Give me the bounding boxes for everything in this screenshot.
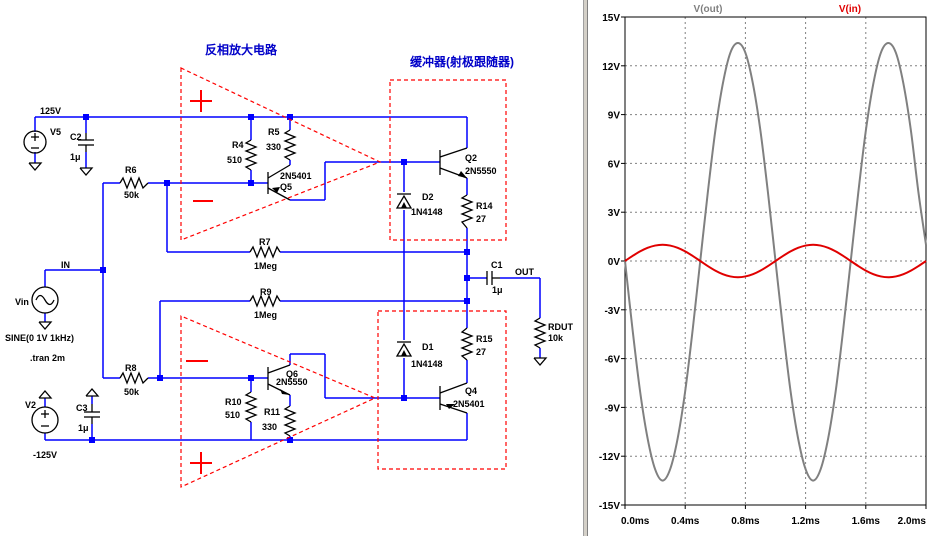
transistor-arrows [272,171,467,409]
vin-value-label: SINE(0 1V 1kHz) [5,333,74,343]
q2-model-label: 2N5550 [465,166,497,176]
y-tick-label: -15V [599,501,620,512]
schematic-pane[interactable]: 反相放大电路 缓冲器(射极跟随器) 125V V5 C2 1μ R4 510 R… [0,0,583,536]
d1-label: D1 [422,342,434,352]
y-tick-label: -3V [604,306,620,317]
r9-label: R9 [260,287,272,297]
q6-label: Q6 [286,369,298,379]
legend[interactable]: V(out) V(in) [694,4,862,15]
r10-label: R10 [225,397,242,407]
r4-label: R4 [232,140,244,150]
c1-label: C1 [491,260,503,270]
r15-value-label: 27 [476,347,486,357]
waveform-plot[interactable]: 15V 12V 9V 6V 3V 0V -3V -6V -9V -12V -15V 0.0ms 0.4… [588,0,949,536]
c3-label: C3 [76,403,88,413]
x-tick-label: 0.8ms [731,516,760,527]
r10-value-label: 510 [225,410,240,420]
schematic-canvas[interactable]: 反相放大电路 缓冲器(射极跟随器) 125V V5 C2 1μ R4 510 R… [0,0,583,536]
v5-label: V5 [50,127,61,137]
r7-value-label: 1Meg [254,261,277,271]
r8-label: R8 [125,363,137,373]
rdut-value-label: 10k [548,333,564,343]
y-tick-label: -12V [599,452,620,463]
c1-value-label: 1μ [492,285,503,295]
x-tick-label: 0.4ms [671,516,700,527]
x-tick-label: 1.2ms [791,516,820,527]
junction-dots [83,114,470,443]
v2-source-icon [31,406,59,434]
c3-value-label: 1μ [78,423,89,433]
c2-value-label: 1μ [70,152,81,162]
r15-label: R15 [476,334,493,344]
q5-model-label: 2N5401 [280,171,312,181]
v2-label: V2 [25,400,36,410]
q4-label: Q4 [465,386,477,396]
vin-label: Vin [15,297,29,307]
r4-value-label: 510 [227,155,242,165]
series-line-vin[interactable] [624,243,927,279]
q4-model-label: 2N5401 [453,399,485,409]
x-tick-label: 2.0ms [898,516,927,527]
y-tick-label: 3V [608,208,621,219]
r7-label: R7 [259,237,271,247]
series-layer [624,42,927,482]
r8-value-label: 50k [124,387,140,397]
c2-label: C2 [70,132,82,142]
x-tick-label: 1.6ms [852,516,881,527]
y-tick-label: -9V [604,403,620,414]
r11-label: R11 [264,407,280,417]
y-tick-label: 12V [602,62,620,73]
y-axis: 15V 12V 9V 6V 3V 0V -3V -6V -9V -12V -15V [599,13,625,512]
d2-model-label: 1N4148 [411,207,443,217]
r11-value-label: 330 [262,422,277,432]
y-tick-label: 0V [608,257,621,268]
tran-directive[interactable]: .tran 2m [30,353,65,363]
wires [34,116,541,441]
vin-source-icon [31,286,59,314]
v2-value-label: -125V [33,450,57,460]
rdut-label: RDUT [548,322,573,332]
y-tick-label: -6V [604,355,620,366]
x-tick-label: 0.0ms [621,516,650,527]
opamp-signs [186,90,213,474]
r6-value-label: 50k [124,190,140,200]
legend-entry[interactable]: V(in) [839,4,861,15]
r14-value-label: 27 [476,214,486,224]
v5-value-label: 125V [40,106,61,116]
y-tick-label: 15V [602,13,620,24]
d2-label: D2 [422,192,434,202]
r6-label: R6 [125,165,137,175]
out-net-label: OUT [515,267,535,277]
legend-entry[interactable]: V(out) [694,4,723,15]
y-tick-label: 9V [608,111,621,122]
x-axis: 0.0ms 0.4ms 0.8ms 1.2ms 1.6ms 2.0ms [621,505,927,527]
pane-splitter[interactable] [583,0,588,536]
d1-model-label: 1N4148 [411,359,443,369]
y-tick-label: 6V [608,159,621,170]
q5-label: Q5 [280,182,292,192]
r5-value-label: 330 [266,142,281,152]
r5-label: R5 [268,127,280,137]
block-outlines [180,67,507,488]
buffer-title: 缓冲器(射极跟随器) [410,54,514,69]
v5-source-icon [23,130,47,154]
waveform-pane[interactable]: 15V 12V 9V 6V 3V 0V -3V -6V -9V -12V -15V 0.0ms 0.4… [588,0,949,536]
r9-value-label: 1Meg [254,310,277,320]
inverting-amp-title: 反相放大电路 [205,42,278,57]
in-net-label: IN [61,260,70,270]
r14-label: R14 [476,201,493,211]
q6-model-label: 2N5550 [276,377,308,387]
q2-label: Q2 [465,153,477,163]
